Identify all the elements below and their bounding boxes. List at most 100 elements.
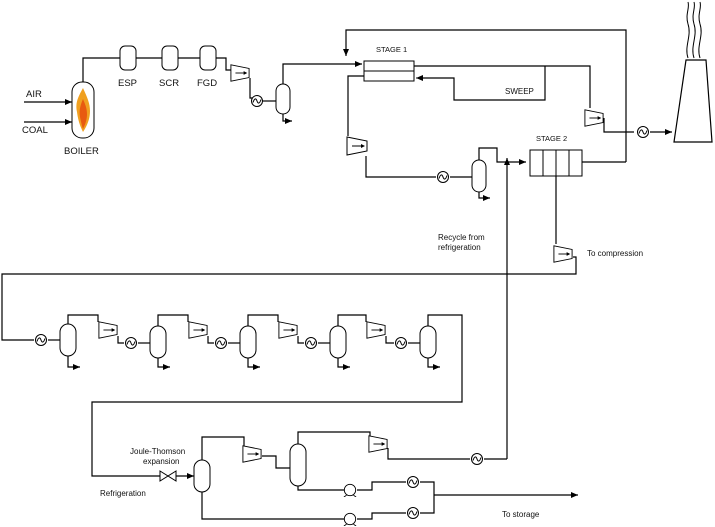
train-drum-3-vapor — [247, 314, 279, 326]
heater-2-out-line — [420, 495, 435, 514]
boiler-section: AIR COAL BOILER — [22, 57, 120, 157]
train-compressor-1-icon — [98, 321, 118, 339]
boiler-label: BOILER — [64, 146, 99, 157]
stack-heater-icon — [637, 126, 649, 138]
refrig-comp-1-out — [262, 455, 290, 469]
stage1-label: STAGE 1 — [376, 45, 407, 54]
jt-label-1: Joule-Thomson — [130, 447, 185, 456]
recycle-label-2: refrigeration — [438, 243, 481, 252]
refrig-compressor-1-icon — [242, 445, 262, 463]
comp1-out-line — [249, 78, 252, 99]
fgd-vessel — [199, 45, 217, 71]
jt-separator-liquid-line — [201, 492, 344, 520]
compression-compressor-icon — [553, 245, 573, 263]
drum2-to-stage2-line — [478, 147, 526, 165]
sweep-dashed-line — [416, 75, 455, 100]
jt-separator — [193, 459, 211, 493]
pump-1-icon — [343, 483, 357, 497]
train-comp-4-out — [385, 336, 394, 344]
refrig-comp-2-out — [387, 448, 470, 460]
expander-icon — [584, 109, 604, 127]
flash-drum-2 — [471, 159, 487, 193]
fgd-compressor-line — [216, 57, 232, 71]
refrigeration-label: Refrigeration — [100, 489, 146, 498]
compression-train-feed — [1, 256, 577, 341]
train-cooler-0-icon — [35, 334, 47, 346]
esp-label: ESP — [118, 78, 137, 89]
flame-icon — [76, 88, 90, 132]
smoke-plume-2 — [692, 1, 696, 59]
jt-label-2: expansion — [143, 457, 179, 466]
train-compressor-4-icon — [366, 321, 386, 339]
train-comp-1-out — [117, 336, 124, 344]
train-drum-1-out — [67, 356, 80, 370]
train-drum-1 — [59, 323, 77, 357]
train-drum-4 — [329, 325, 347, 359]
jt-valve-icon — [159, 470, 177, 482]
compressor-icon — [230, 64, 250, 82]
refrigeration-section: Refrigeration Joule-Thomson expansion To… — [100, 431, 578, 526]
train-drum-2-vapor — [157, 314, 189, 326]
cleanup-units: ESP SCR FGD — [118, 45, 232, 89]
scr-vessel — [161, 45, 179, 71]
refrig-compressor-2-icon — [368, 435, 388, 453]
compression-train — [35, 314, 463, 477]
stage2-membrane: STAGE 2 — [529, 134, 583, 177]
flash-drum-1 — [275, 83, 291, 115]
train-to-refrigeration-line — [91, 314, 463, 477]
scr-label: SCR — [159, 78, 179, 89]
train-cooler-2-icon — [215, 337, 227, 349]
train-drum-2-out — [157, 358, 170, 370]
heater-1-out-line — [420, 481, 435, 495]
train-cooler-4-icon — [395, 337, 407, 349]
coal-label: COAL — [22, 125, 48, 136]
stack-body — [673, 59, 713, 143]
fgd-label: FGD — [197, 78, 217, 89]
train-drum-2 — [149, 325, 167, 359]
train-drum-3 — [239, 325, 257, 359]
sweep-label: SWEEP — [505, 87, 534, 96]
train-drum-5-out — [427, 358, 440, 370]
smoke-plume-3 — [698, 1, 702, 59]
train-comp-3-out — [297, 336, 304, 344]
recycle-label-1: Recycle from — [438, 233, 485, 242]
drum1-liquid-out — [282, 114, 292, 124]
top-recycle-line — [343, 29, 627, 162]
train-compressor-2-icon — [188, 321, 208, 339]
stage1-membrane: STAGE 1 — [363, 45, 415, 82]
storage-heater-2-icon — [407, 507, 419, 519]
cooler-icon — [251, 95, 263, 107]
stack — [673, 1, 713, 143]
air-label: AIR — [26, 89, 42, 100]
stage2-label: STAGE 2 — [536, 134, 567, 143]
storage-heater-1-icon — [407, 476, 419, 488]
pump-1-out-line — [357, 481, 406, 491]
esp-vessel — [119, 45, 137, 71]
train-comp-2-out — [207, 336, 214, 344]
refrig-drum-vapor-line — [297, 431, 371, 444]
comp2-out-line — [365, 156, 436, 178]
stage1-permeate-line — [347, 75, 364, 136]
refrig-drum — [289, 443, 307, 487]
train-drum-3-out — [247, 358, 260, 370]
jt-separator-vapor-line — [201, 436, 245, 460]
train-compressor-3-icon — [278, 321, 298, 339]
refrig-drum-liquid-line — [297, 486, 344, 491]
pump-2-out-line — [357, 512, 406, 520]
train-drum-5 — [419, 325, 437, 359]
drum2-liquid-out — [478, 192, 490, 201]
to-compression-label: To compression — [587, 249, 643, 258]
flue-gas-line — [82, 57, 120, 82]
stage1-retentate-line — [414, 65, 591, 108]
train-drum-4-out — [337, 358, 350, 370]
train-cooler-3-icon — [305, 337, 317, 349]
drum1-to-stage1-line — [282, 61, 362, 84]
train-cooler-1-icon — [125, 337, 137, 349]
expander-out-line — [603, 118, 634, 133]
pump-2-icon — [343, 512, 357, 526]
refrig-cooler-icon — [471, 453, 483, 465]
smoke-plume-1 — [686, 1, 690, 59]
train-drum-1-vapor — [67, 314, 99, 324]
to-storage-label: To storage — [502, 510, 540, 519]
